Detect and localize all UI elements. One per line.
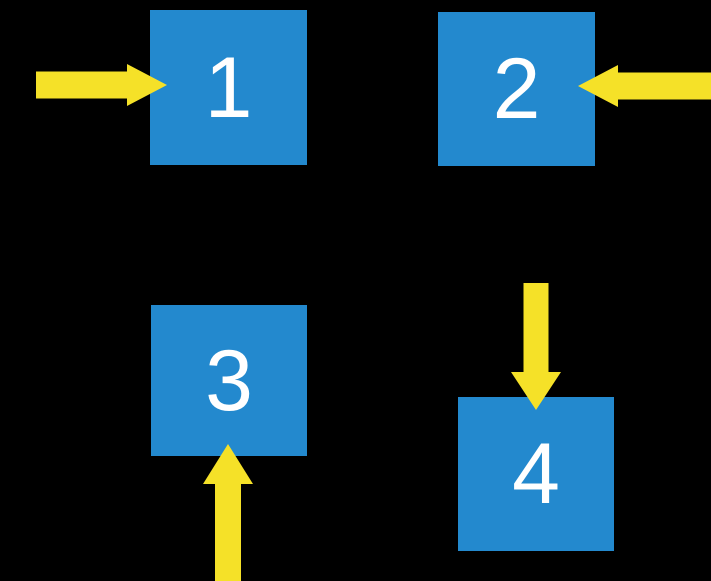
arrow-into-3 — [203, 444, 253, 581]
arrow-right-icon — [36, 64, 167, 106]
node-label-1: 1 — [204, 39, 253, 136]
node-box-1[interactable]: 1 — [150, 10, 307, 165]
node-box-3[interactable]: 3 — [151, 305, 307, 456]
arrow-into-2 — [578, 65, 711, 107]
arrow-into-4 — [511, 283, 561, 410]
node-label-3: 3 — [205, 332, 253, 429]
arrow-left-icon — [578, 65, 711, 107]
node-box-2[interactable]: 2 — [438, 12, 595, 166]
node-label-2: 2 — [492, 41, 541, 137]
node-box-4[interactable]: 4 — [458, 397, 614, 551]
arrow-down-icon — [511, 283, 561, 410]
arrow-into-1 — [36, 64, 167, 106]
arrow-up-icon — [203, 444, 253, 581]
node-label-4: 4 — [512, 426, 560, 522]
